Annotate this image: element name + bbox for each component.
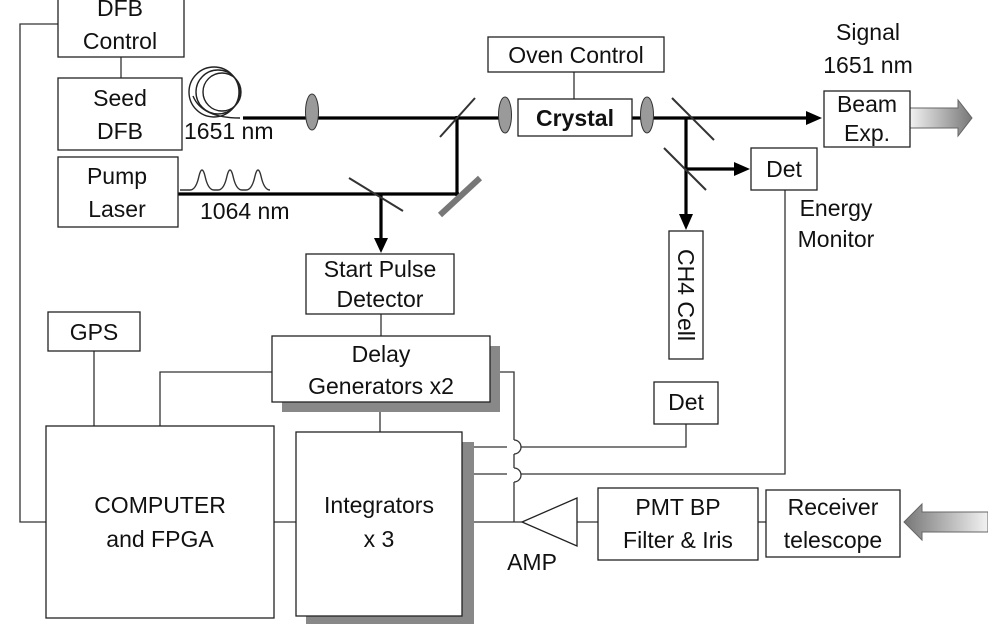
cell-detector-block: Det — [653, 381, 719, 425]
receiver-telescope-block: Receiver telescope — [765, 489, 901, 558]
seed-dfb-line2: DFB — [97, 118, 143, 144]
ch4-cell-block: CH4 Cell — [668, 230, 704, 360]
crystal-block: Crystal — [517, 98, 633, 137]
delay-gen-line2: Generators x2 — [308, 373, 454, 399]
seed-dfb-line1: Seed — [93, 85, 147, 111]
seed-wavelength-label: 1651 nm — [184, 118, 274, 144]
computer-line2: and FPGA — [106, 526, 214, 552]
receiver-line1: Receiver — [788, 494, 879, 520]
amplifier-triangle-icon — [520, 497, 578, 547]
control-wiring — [19, 23, 786, 523]
pmt-line2: Filter & Iris — [623, 527, 733, 553]
start-pulse-line1: Start Pulse — [324, 256, 437, 282]
ch4-cell-label: CH4 Cell — [673, 249, 699, 341]
oven-control-label: Oven Control — [508, 42, 644, 68]
oven-control-block: Oven Control — [487, 36, 665, 73]
seed-dfb-block: Seed DFB — [57, 77, 183, 151]
energy-det-label: Det — [766, 156, 802, 182]
cell-det-label: Det — [668, 389, 704, 415]
pump-laser-line2: Laser — [88, 196, 146, 222]
fiber-coil-icon — [188, 66, 242, 119]
start-pulse-detector-block: Start Pulse Detector — [305, 253, 455, 315]
optical-beams — [178, 111, 822, 253]
receiver-line2: telescope — [784, 527, 882, 553]
signal-line2: 1651 nm — [823, 52, 913, 78]
pmt-line1: PMT BP — [635, 494, 720, 520]
pump-laser-block: Pump Laser — [57, 156, 179, 228]
computer-line1: COMPUTER — [94, 492, 226, 518]
received-light-arrow-icon — [903, 502, 988, 542]
signal-line1: Signal — [836, 19, 900, 45]
amp-label: AMP — [507, 549, 557, 575]
beam-exp-line1: Beam — [837, 91, 897, 117]
energy-detector-block: Det — [750, 147, 818, 191]
dfb-control-line2: Control — [83, 28, 157, 54]
integrators-block: Integrators x 3 — [295, 431, 474, 624]
pulse-train-icon — [180, 169, 271, 191]
crystal-label: Crystal — [536, 105, 614, 131]
beam-exp-line2: Exp. — [844, 120, 890, 146]
pump-wavelength-label: 1064 nm — [200, 198, 290, 224]
lens-icon — [305, 93, 654, 134]
integrators-line1: Integrators — [324, 492, 434, 518]
start-pulse-line2: Detector — [337, 286, 424, 312]
gps-label: GPS — [70, 319, 119, 345]
delay-gen-line1: Delay — [352, 341, 411, 367]
dfb-control-line1: DFB — [97, 0, 143, 21]
dfb-control-block: DFB Control — [57, 0, 185, 58]
computer-fpga-block: COMPUTER and FPGA — [45, 425, 275, 619]
energy-monitor-line1: Energy — [800, 195, 873, 221]
energy-monitor-line2: Monitor — [798, 226, 875, 252]
pmt-filter-block: PMT BP Filter & Iris — [597, 487, 759, 561]
beam-expander-block: Beam Exp. — [823, 90, 911, 148]
beam-expander-arrow-icon — [909, 98, 973, 138]
integrators-line2: x 3 — [364, 526, 395, 552]
pump-laser-line1: Pump — [87, 163, 147, 189]
mirror-icon — [348, 97, 715, 218]
gps-block: GPS — [47, 311, 141, 352]
delay-generators-block: Delay Generators x2 — [271, 335, 500, 412]
